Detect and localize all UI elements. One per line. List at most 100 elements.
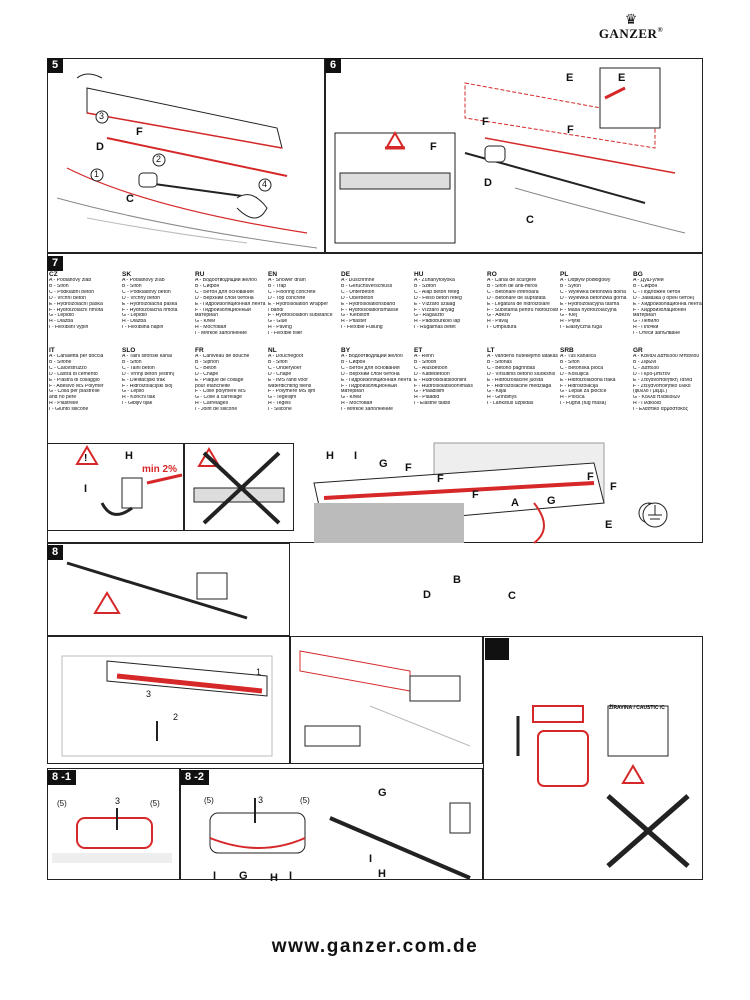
legend-line: D - Vrhnji beton (estrih) xyxy=(122,371,175,377)
legend-line: G - Клей xyxy=(341,395,362,401)
legend-line: F - Hidroizolacija xyxy=(560,383,598,389)
legend-line: D - Chape xyxy=(268,371,292,377)
legend-line: G - Klej xyxy=(560,313,577,319)
legend-line: E - Dielitacijski trak xyxy=(122,377,166,383)
callout-c-6: C xyxy=(526,214,534,226)
legend-line: C - Onderyloer xyxy=(268,365,302,371)
legend-line: C - Béton xyxy=(195,365,217,371)
callout-e-main: E xyxy=(605,519,613,531)
legend-line: I - Joint de silicone xyxy=(195,407,238,413)
step-5-illustration xyxy=(56,73,318,249)
legend-code: RO xyxy=(487,271,497,278)
legend-line: E - Hidroizolaciona traka xyxy=(560,377,616,383)
legend-line: I - Elastne täidis xyxy=(414,401,451,407)
legend-line: материал xyxy=(341,389,364,395)
legend-code: ET xyxy=(414,347,423,354)
legend-code: BG xyxy=(633,271,643,278)
legend-line: I - Elastyczna fuga xyxy=(560,325,602,331)
legend-line: D - Vrchní beton xyxy=(49,295,86,301)
legend-line: G - Klijai xyxy=(487,389,507,395)
step-8-number: 8 xyxy=(47,545,64,560)
legend-code: IT xyxy=(49,347,55,354)
circle-3-label: 3 xyxy=(99,111,105,121)
footer-url[interactable]: www.ganzer.com.de xyxy=(271,936,479,957)
legend-line: B - Σιφώνι xyxy=(633,359,657,365)
spacing-5-left-82: (5) xyxy=(204,796,214,805)
legend-line: B - Sifoon xyxy=(414,359,437,365)
legend-line: G - Tegellijm xyxy=(268,395,297,401)
legend-line: A - Canaletta per doccia xyxy=(49,354,104,359)
legend-line: C - Podkladový betón xyxy=(122,289,171,295)
legend-line: D - Košuljica xyxy=(560,371,589,377)
callout-g-main: G xyxy=(379,458,388,470)
legend-line: B - Trap xyxy=(268,283,287,289)
legend-line: материал xyxy=(195,313,218,319)
legend-line: I - Ελαστικό αρμόστοκος xyxy=(633,407,689,413)
legend-line: C - Betonska ploča xyxy=(560,365,604,371)
legend-line: G - Κόλλα πλακιδίων xyxy=(633,395,681,401)
legend-line: D - Замазка (Горен бетон) xyxy=(633,295,695,301)
legend-line: D - Верхний слой бетона xyxy=(341,371,400,377)
legend-line: A - Renn xyxy=(414,354,434,359)
circle-2-label: 2 xyxy=(156,154,162,164)
legend-line: D - Lastra di cemento xyxy=(49,371,98,377)
legend-line: B - Sifon xyxy=(122,359,142,365)
legend-line: A - Zuhanyfolyóka xyxy=(414,278,455,283)
step-7-number: 7 xyxy=(47,256,64,271)
step-8-panel xyxy=(47,543,290,636)
legend-line: E - Hydroizolační páska xyxy=(49,301,103,307)
legend-line: I - Flexibilná náplň xyxy=(122,325,164,331)
grate-illustration xyxy=(299,650,471,747)
legend-line: F - Hydroizolačná hmota xyxy=(122,307,178,313)
legend-line: I - Silicone xyxy=(268,407,292,413)
safety-illustration xyxy=(485,638,690,868)
step-8-1-panel xyxy=(47,768,180,880)
callout-d-6: D xyxy=(484,177,492,189)
legend-line: F - Гидроизоляционный xyxy=(341,383,397,389)
step-7-slope-detail xyxy=(47,443,184,531)
legend-line: C - Flooring concrete xyxy=(268,289,316,295)
brand-logo: ♛ GANZER® xyxy=(596,12,666,42)
callout-f: F xyxy=(136,126,143,138)
legend-line: E - IMS rand voor xyxy=(268,377,308,383)
legend-code: EN xyxy=(268,271,278,278)
step-8-illustration xyxy=(66,561,248,620)
legend-line: I - Gibljiv tijak xyxy=(122,401,153,407)
step-8-main-panel xyxy=(47,636,290,764)
legend-line: A - Odpływ podłogowy xyxy=(560,278,611,283)
step-8-2-number: 8 -2 xyxy=(180,770,209,785)
legend-line: A - Tuš kanalica xyxy=(560,354,596,359)
legend-line: A - Vandens nutekėjimo latakas xyxy=(487,354,558,359)
legend-line: A - Водоотводящий желоб xyxy=(341,354,403,359)
legend-line: C - Podkladní beton xyxy=(49,289,95,295)
spacing-5-left-81: (5) xyxy=(57,799,67,808)
legend-code: SLO xyxy=(122,347,136,354)
legend-line: B - Geruchsverschluss xyxy=(341,283,393,289)
legend-line: H - Плочки xyxy=(633,325,659,331)
legend-line: C - Calcestruzzo xyxy=(49,365,87,371)
legend-line: C - Δάπεδο xyxy=(633,365,660,371)
legend-line: G - Adeziv xyxy=(487,313,511,319)
legend-line: E - Piastra di collaggio xyxy=(49,377,100,383)
legend-line: E - Хидроизолационна лента xyxy=(633,301,702,307)
legend-line: H - Končni tlak xyxy=(122,395,156,401)
step-8-lift-illustration xyxy=(61,655,273,757)
legend-line: C - Alusbetoon xyxy=(414,365,448,371)
legend-line: B - Сифон xyxy=(195,283,220,289)
legend-line: E - Гидроизоляционная лента xyxy=(195,301,266,307)
legend-line: E - Hydroisolation wrapper xyxy=(268,301,329,307)
legend-line: E - Hydroizolacyjna taśma xyxy=(560,301,620,307)
circle-4-label: 4 xyxy=(262,179,268,189)
legend-line: H - Plaadid xyxy=(414,395,440,401)
slope-illustration: ! xyxy=(75,445,183,516)
legend-line: F - Гидроизоляционный xyxy=(195,307,251,313)
callout-i-82c: I xyxy=(369,853,373,865)
